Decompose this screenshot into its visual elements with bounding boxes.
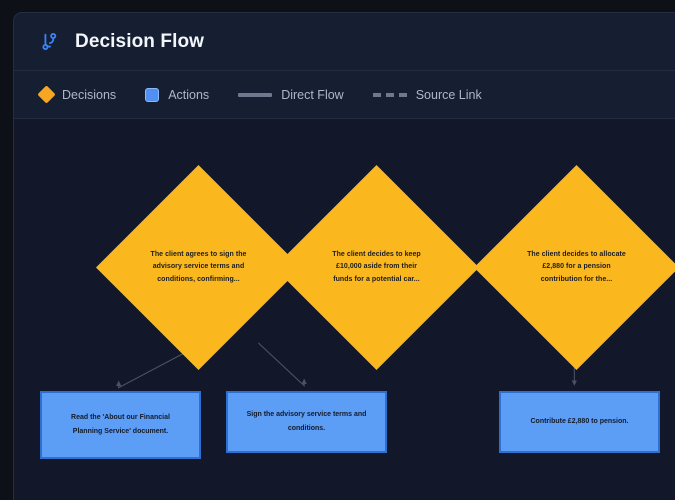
edge-d1-a1 [116,342,204,389]
action-node-3[interactable]: Contribute £2,880 to pension. [499,391,660,453]
action-node-3-label: Contribute £2,880 to pension. [530,418,629,426]
action-node-1-label: Read the 'About our Financial Planning S… [71,414,170,435]
git-branch-icon [39,31,61,53]
dashed-line-swatch-icon [372,92,407,97]
page-title: Decision Flow [75,30,205,52]
legend-item-decisions[interactable]: Decisions [37,85,117,104]
legend-item-direct-flow[interactable]: Direct Flow [238,88,344,102]
decision-node-2-label: The client decides to keep £10,000 aside… [332,251,421,283]
edge-d1-a2 [257,342,307,387]
action-node-2-label: Sign the advisory service terms and cond… [246,411,367,432]
legend-item-actions[interactable]: Actions [145,87,210,102]
decision-node-1[interactable]: The client agrees to sign the advisory s… [95,164,302,371]
legend-item-source-link[interactable]: Source Link [372,87,482,102]
solid-line-swatch-icon [238,92,273,97]
decision-flow-card: Decision Flow Decisions Actions Direct F… [13,12,675,500]
action-node-1[interactable]: Read the 'About our Financial Planning S… [40,391,201,459]
card-header: Decision Flow [14,13,675,71]
legend-label-source-link: Source Link [415,87,482,102]
decision-node-3-label: The client decides to allocate £2,880 fo… [527,251,626,283]
decision-node-1-label: The client agrees to sign the advisory s… [150,251,247,283]
legend-label-actions: Actions [168,87,210,102]
legend: Decisions Actions Direct Flow Source Lin… [14,71,675,119]
decision-node-2[interactable]: The client decides to keep £10,000 aside… [273,164,480,371]
decision-node-3[interactable]: The client decides to allocate £2,880 fo… [473,164,675,371]
legend-label-direct-flow: Direct Flow [281,87,344,102]
legend-label-decisions: Decisions [62,87,117,102]
action-node-2[interactable]: Sign the advisory service terms and cond… [226,391,387,453]
flow-canvas[interactable]: The client agrees to sign the advisory s… [14,119,675,500]
diamond-swatch-icon [37,85,56,104]
square-swatch-icon [145,87,160,102]
